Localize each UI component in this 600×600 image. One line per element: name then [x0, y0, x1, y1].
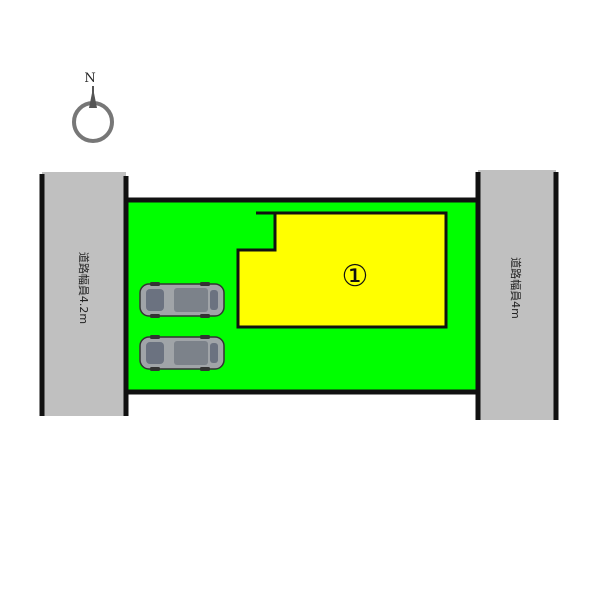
road-left-label: 道路幅員4.2m	[77, 252, 91, 324]
lot-number: ①	[342, 259, 369, 294]
north-arrow-icon: N	[72, 71, 114, 143]
north-label: N	[84, 71, 95, 86]
road-right: 道路幅員4m	[475, 170, 559, 420]
road-right-label: 道路幅員4m	[509, 257, 523, 319]
car-icon	[139, 282, 225, 318]
road-left: 道路幅員4.2m	[39, 172, 129, 416]
building-footprint	[236, 211, 448, 329]
car-icon	[139, 335, 225, 371]
